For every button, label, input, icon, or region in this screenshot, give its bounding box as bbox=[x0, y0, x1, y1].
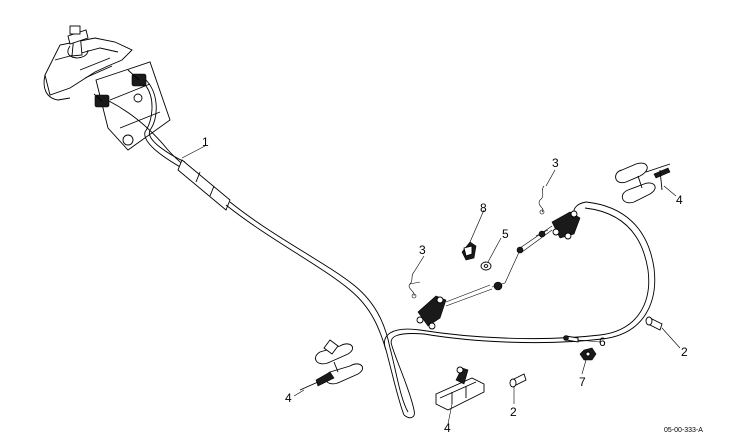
cable-bracket-right bbox=[519, 210, 581, 253]
retaining-clip-left bbox=[408, 271, 421, 299]
callout-7: 7 bbox=[579, 375, 586, 389]
mounting-bracket-bottom-center bbox=[435, 366, 485, 411]
clevis-pin-right bbox=[645, 316, 663, 331]
retaining-clip-right bbox=[538, 185, 545, 215]
callout-4-bottom-center: 4 bbox=[444, 421, 451, 434]
callout-labels: 1 2 2 3 3 4 4 4 5 6 7 8 bbox=[202, 135, 688, 434]
callout-3-upper: 3 bbox=[552, 156, 559, 170]
callout-2-bottom: 2 bbox=[510, 405, 517, 419]
callout-8: 8 bbox=[480, 201, 487, 215]
callout-3-left: 3 bbox=[419, 243, 426, 257]
callout-4-top-right: 4 bbox=[676, 193, 683, 207]
callout-2-right: 2 bbox=[681, 345, 688, 359]
leader-lines bbox=[181, 145, 681, 425]
callout-4-bottom-left: 4 bbox=[285, 391, 292, 405]
callout-6: 6 bbox=[599, 335, 606, 349]
figure-reference-code: 05-00-333-A bbox=[664, 427, 703, 434]
cable-bracket-left bbox=[416, 284, 493, 330]
bushing-clip bbox=[461, 241, 477, 261]
shift-cable-assembly bbox=[108, 79, 656, 419]
mounting-bracket-bottom-left bbox=[299, 339, 363, 391]
washer bbox=[480, 261, 492, 271]
hex-nut bbox=[579, 347, 597, 361]
callout-1: 1 bbox=[202, 135, 209, 149]
clevis-pin-center bbox=[509, 373, 527, 388]
adjuster-screw bbox=[563, 335, 579, 343]
mounting-bracket-top-right bbox=[615, 162, 671, 204]
linkage-rod bbox=[491, 229, 549, 291]
callout-5: 5 bbox=[502, 227, 509, 241]
